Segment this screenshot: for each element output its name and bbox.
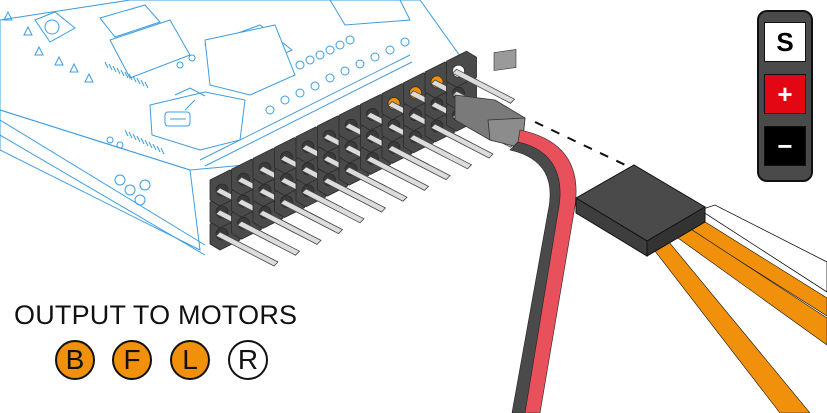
header-pin — [365, 155, 430, 191]
header-pin — [236, 220, 301, 256]
header-pin — [301, 188, 365, 224]
header-pin — [408, 134, 473, 170]
alignment-guide — [534, 121, 641, 173]
header-pin — [344, 166, 408, 202]
legend-power: + — [764, 74, 806, 114]
header-pin — [322, 177, 387, 213]
legend-ground: − — [764, 126, 806, 166]
flight-controller-board — [0, 0, 471, 256]
connector-detached — [575, 164, 827, 413]
legend-signal: S — [764, 22, 806, 62]
header-pin — [387, 145, 451, 181]
pin-legend: S + − — [757, 10, 813, 182]
header-pin — [430, 123, 494, 159]
output-to-motors-label: OUTPUT TO MOTORS — [14, 300, 298, 330]
header-pin — [215, 231, 279, 267]
servo-cable — [509, 129, 577, 413]
motor-badge-f: F — [112, 340, 152, 380]
header-pin — [451, 68, 516, 104]
header-pin — [279, 199, 344, 235]
motor-badge-b: B — [55, 340, 95, 380]
header-pin — [258, 209, 322, 245]
motor-badge-r: R — [228, 340, 268, 380]
motor-badge-l: L — [170, 340, 210, 380]
servo-plug-attached — [454, 49, 526, 149]
